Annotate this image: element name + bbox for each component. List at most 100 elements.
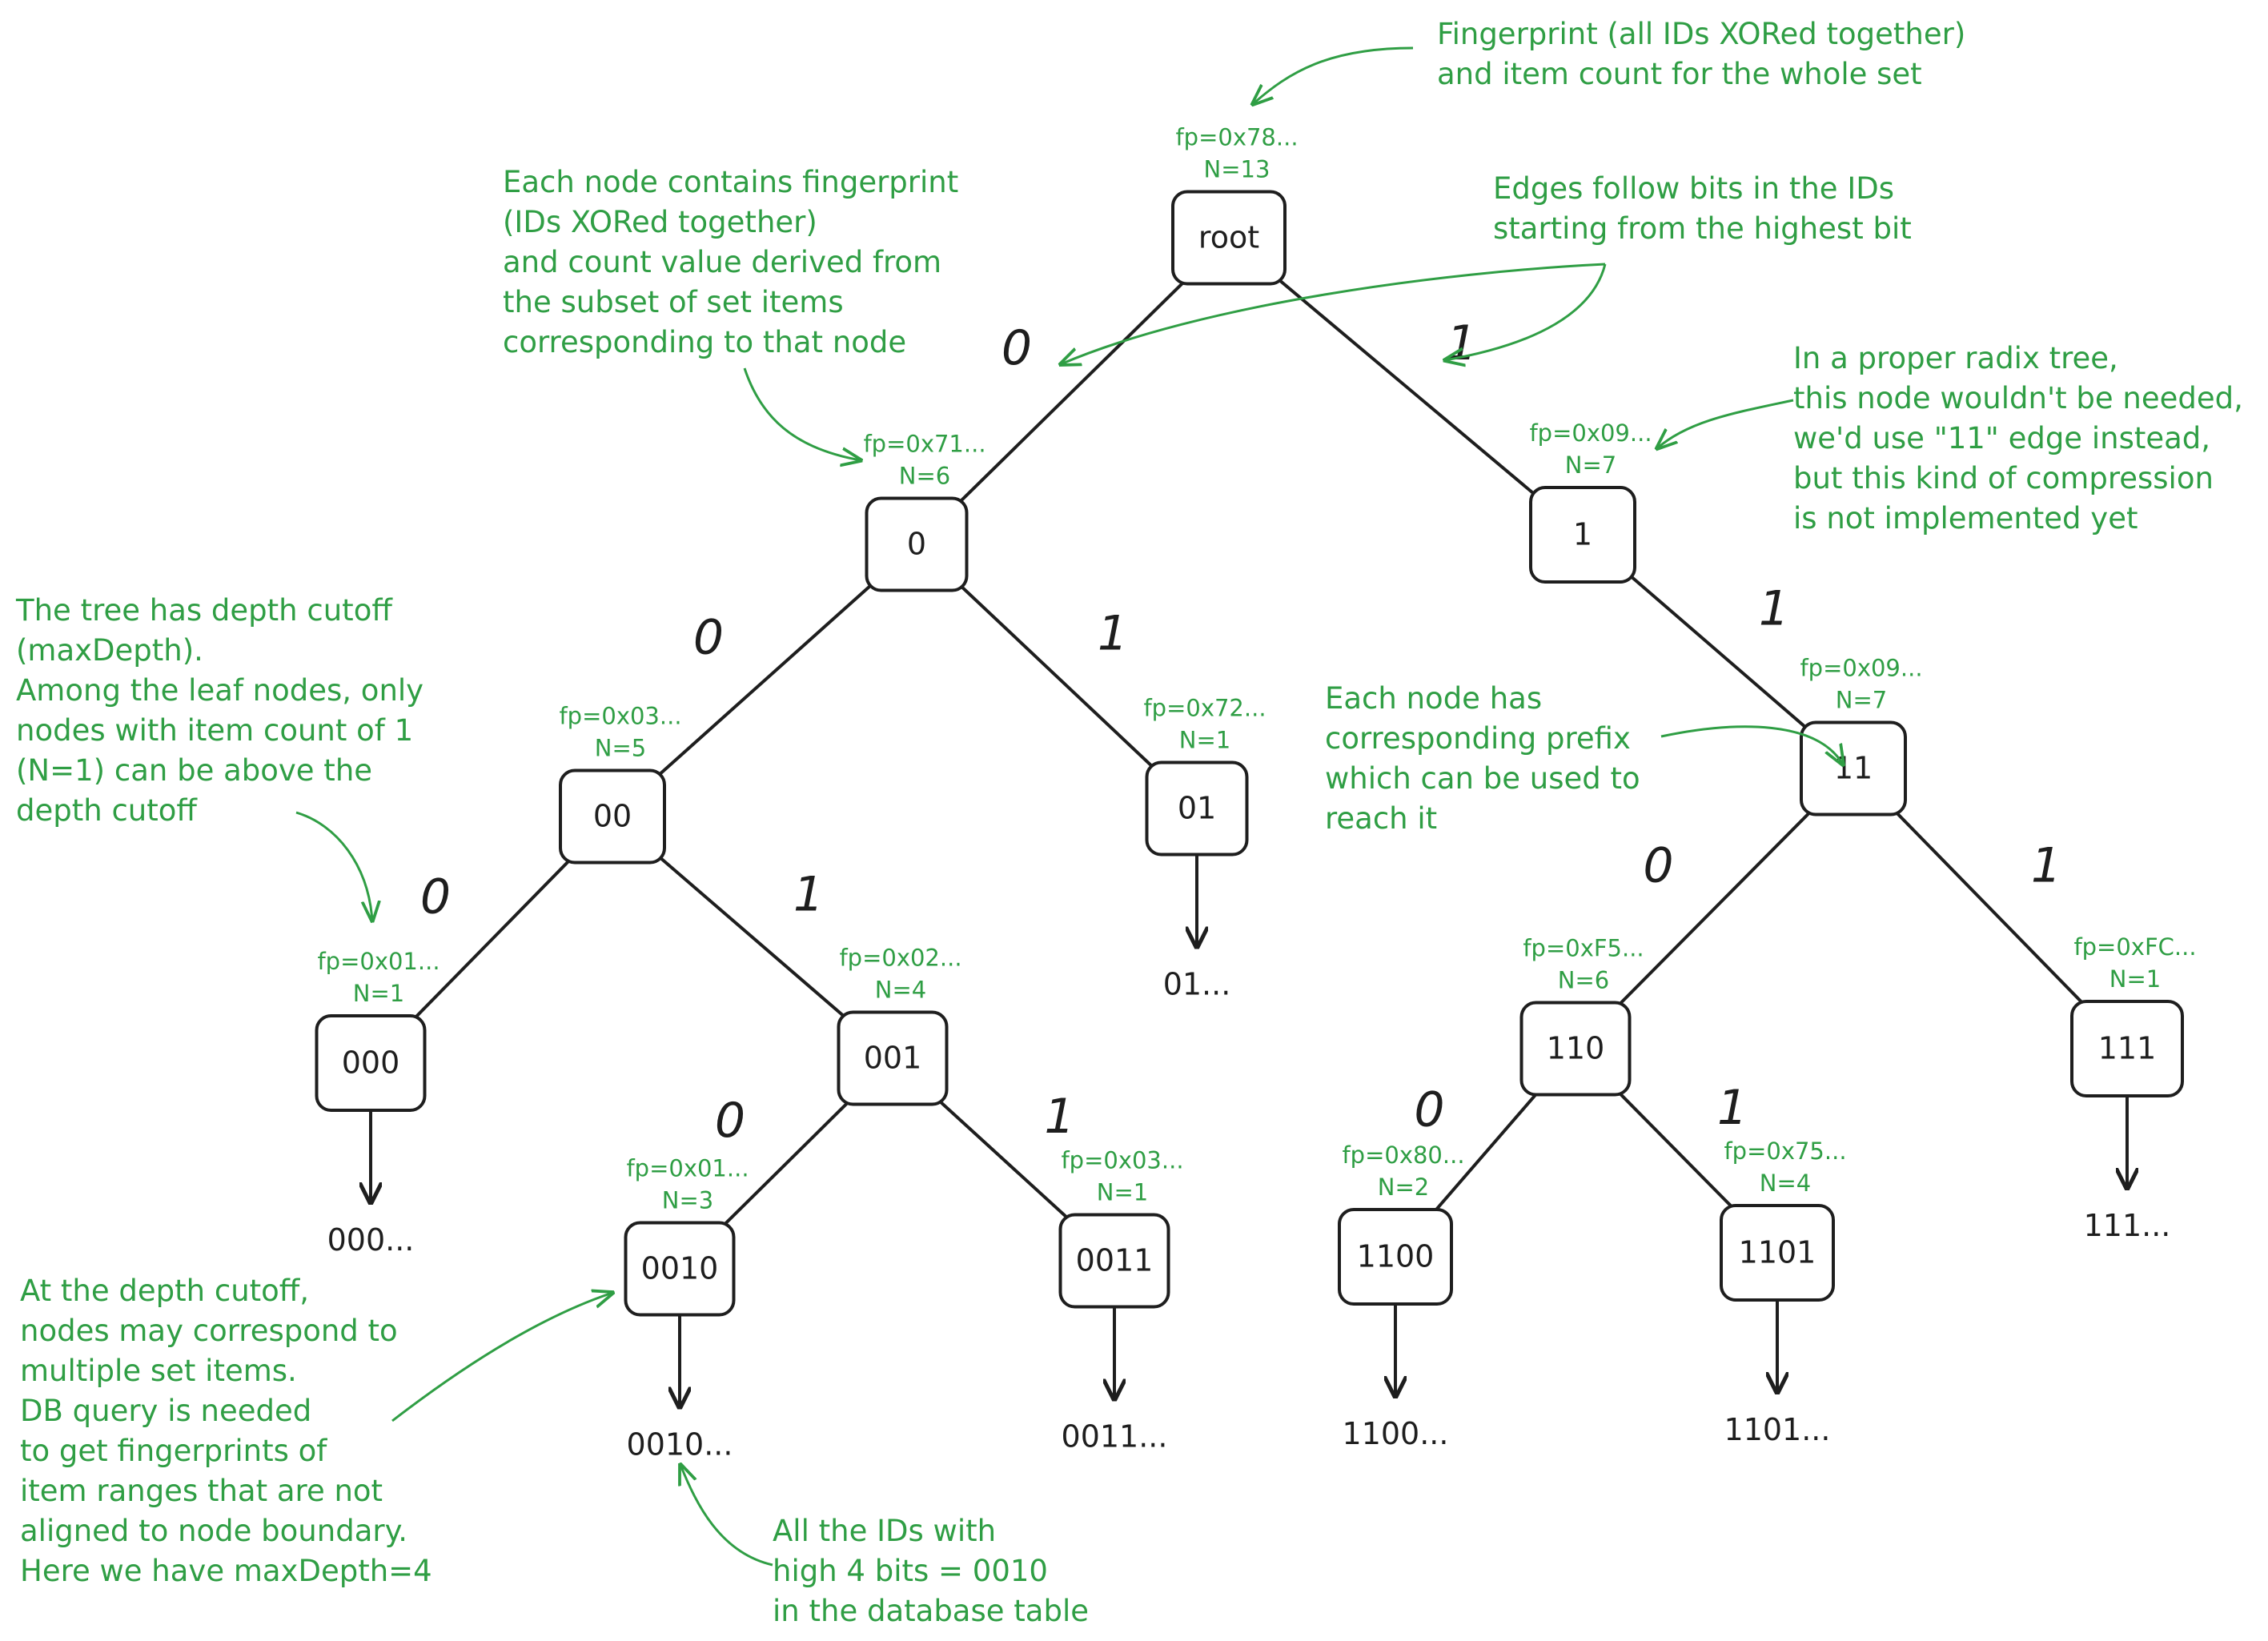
leaf-prefix-label: 1100... <box>1343 1416 1449 1451</box>
node-count: N=4 <box>875 977 926 1004</box>
edges-arrow-left <box>1061 263 1606 364</box>
note-line: high 4 bits = 0010 <box>773 1554 1048 1588</box>
note-line: The tree has depth cutoff <box>15 593 393 628</box>
note-line: Here we have maxDepth=4 <box>20 1554 432 1588</box>
node-fp-arrow <box>743 367 861 460</box>
tree-edge <box>611 543 918 818</box>
note-line: item ranges that are not <box>20 1474 383 1508</box>
leaf-prefix-label: 111... <box>2084 1208 2171 1243</box>
node-label: 1100 <box>1357 1239 1435 1274</box>
note-line: DB query is needed <box>20 1394 311 1428</box>
node-count: N=1 <box>1179 727 1230 754</box>
tree-node-n1101: 1101 fp=0x75... N=4 <box>1720 1137 1847 1302</box>
node-box <box>2070 1000 2184 1097</box>
leaf-prefix-label: 1101... <box>1724 1412 1831 1447</box>
note-radix: In a proper radix tree, this node wouldn'… <box>1793 341 2243 536</box>
edge-bit-label: 1 <box>1044 1089 1074 1145</box>
node-count: N=4 <box>1760 1170 1811 1197</box>
node-fingerprint: fp=0x78... <box>1175 124 1298 151</box>
node-fingerprint: fp=0x09... <box>1529 419 1652 447</box>
edge-bit-label: 0 <box>1002 320 1032 376</box>
note-line: but this kind of compression <box>1793 461 2214 496</box>
prefix-arrow <box>1660 725 1843 764</box>
node-label: 1101 <box>1739 1235 1816 1270</box>
node-count: N=6 <box>1558 967 1609 994</box>
node-box <box>1338 1208 1453 1306</box>
note-line: (N=1) can be above the <box>16 753 372 788</box>
node-count: N=1 <box>1097 1179 1148 1206</box>
node-fingerprint: fp=0x03... <box>559 703 681 730</box>
note-line: nodes may correspond to <box>20 1314 398 1348</box>
annotation-arrows <box>295 46 1843 1567</box>
note-line: Edges follow bits in the IDs <box>1493 171 1894 206</box>
node-label: 0 <box>907 527 926 562</box>
tree-node-n01: 01 fp=0x72... N=1 <box>1143 695 1266 857</box>
node-label: 0010 <box>641 1251 719 1286</box>
node-fingerprint: fp=0x01... <box>626 1155 749 1182</box>
edge-bit-label: 0 <box>715 1093 745 1149</box>
node-box <box>624 1221 736 1317</box>
note-line: we'd use "11" edge instead, <box>1793 421 2210 455</box>
node-fingerprint: fp=0x02... <box>839 945 961 972</box>
node-count: N=3 <box>662 1187 713 1214</box>
edge-bit-label: 0 <box>693 610 724 666</box>
node-box <box>1519 1001 1632 1097</box>
tree-node-n0: 0 fp=0x71... N=6 <box>863 431 986 592</box>
note-line: (maxDepth). <box>16 633 203 668</box>
tree-node-n0010: 0010 fp=0x01... N=3 <box>624 1155 749 1317</box>
leaf-prefix-label: 0010... <box>627 1427 733 1462</box>
node-label: root <box>1198 220 1259 255</box>
node-fingerprint: fp=0xF5... <box>1523 935 1644 962</box>
edge-bit-label: 0 <box>1414 1082 1444 1138</box>
tree-edge <box>915 236 1230 546</box>
note-line: depth cutoff <box>16 793 198 828</box>
node-fingerprint: fp=0x75... <box>1724 1137 1846 1165</box>
node-fingerprint: fp=0x80... <box>1342 1141 1464 1169</box>
node-label: 01 <box>1178 791 1216 826</box>
edge-bit-label: 1 <box>793 867 824 923</box>
cutoff-arrow <box>391 1293 612 1422</box>
note-line: the subset of set items <box>503 285 844 319</box>
note-line: At the depth cutoff, <box>20 1274 309 1308</box>
node-count: N=1 <box>2109 965 2161 993</box>
note-line: In a proper radix tree, <box>1793 341 2118 375</box>
edge-bit-label: 1 <box>2031 838 2061 894</box>
radix-arrow <box>1657 399 1794 448</box>
edge-bit-label: 0 <box>1643 838 1673 894</box>
node-box <box>1145 760 1249 857</box>
tree-edge <box>915 543 1198 810</box>
edge-bit-label: 1 <box>1098 606 1128 662</box>
note-node-fp: Each node contains fingerprint (IDs XORed… <box>503 165 958 359</box>
node-fingerprint: fp=0x71... <box>863 431 985 458</box>
tree-edge <box>1574 767 1855 1050</box>
note-root-fp: Fingerprint (all IDs XORed together)and … <box>1437 17 1965 91</box>
note-line: and count value derived from <box>503 245 941 279</box>
note-line: nodes with item count of 1 <box>16 713 413 748</box>
node-label: 1 <box>1573 517 1592 552</box>
node-count: N=7 <box>1565 451 1616 479</box>
node-count: N=6 <box>899 463 950 490</box>
note-line: (IDs XORed together) <box>503 205 817 239</box>
edge-bit-label: 1 <box>1717 1080 1748 1136</box>
node-fingerprint: fp=0x72... <box>1143 695 1266 722</box>
leaf-prefix-label: 0011... <box>1062 1419 1168 1454</box>
note-line: this node wouldn't be needed, <box>1793 381 2243 415</box>
edge-bit-label: 1 <box>1447 315 1477 371</box>
ids-arrow <box>680 1465 773 1567</box>
note-line: which can be used to <box>1325 761 1640 796</box>
tree-edge <box>1227 236 1584 536</box>
note-line: Each node contains fingerprint <box>503 165 958 199</box>
note-line: and item count for the whole set <box>1437 57 1922 91</box>
